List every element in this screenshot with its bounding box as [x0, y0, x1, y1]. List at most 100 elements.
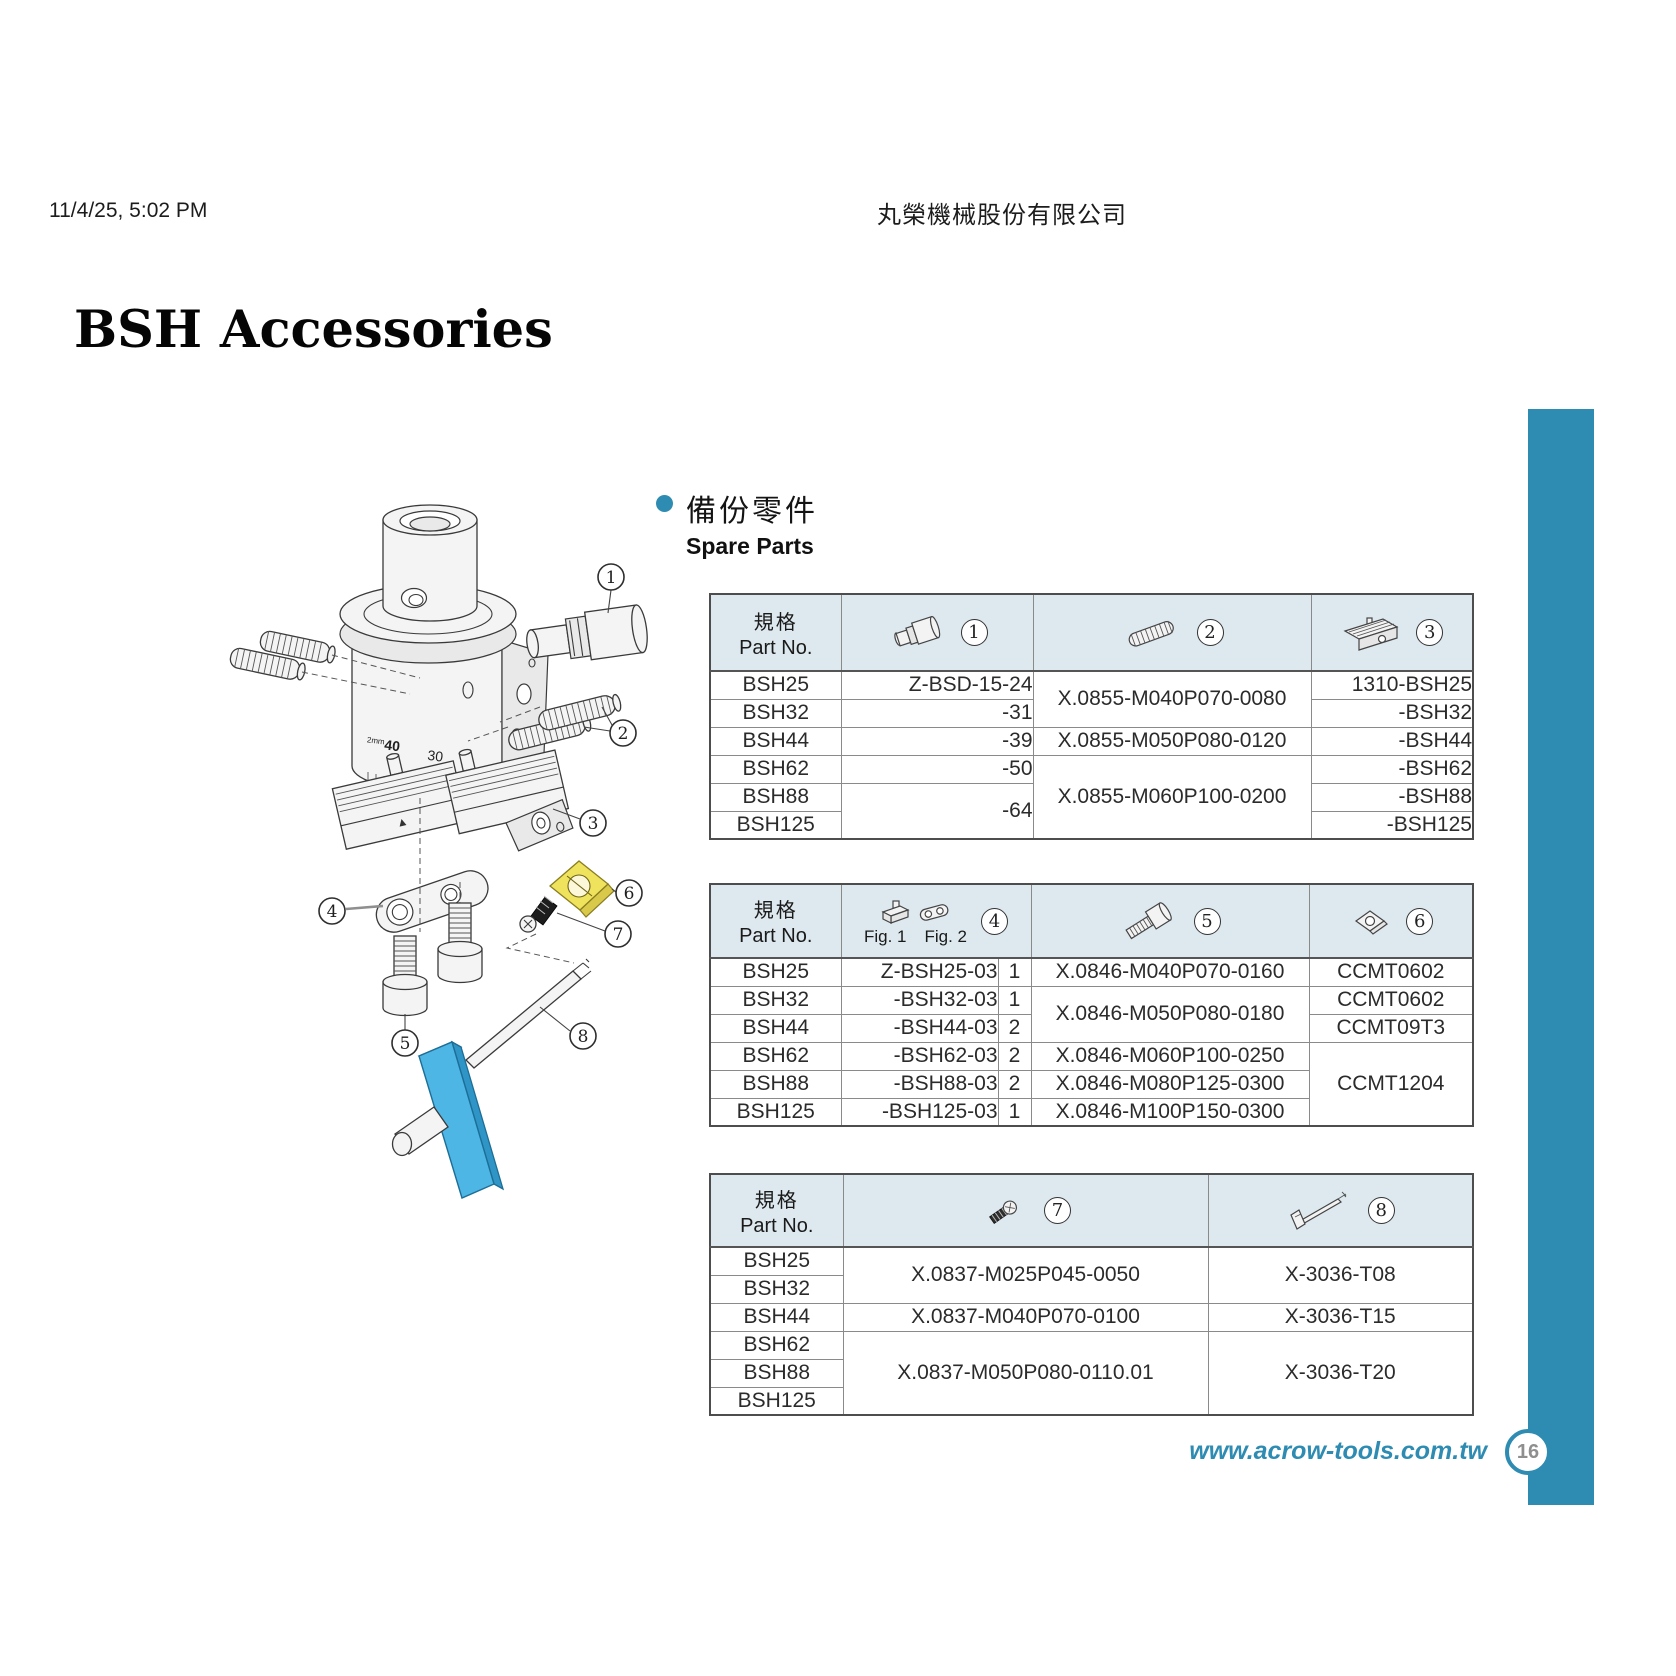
value-cell: -BSH88-03 [840, 1069, 999, 1099]
page-number-badge: 16 [1505, 1429, 1551, 1475]
value-cell: X.0837-M040P070-0100 [842, 1302, 1209, 1332]
part-no-header: 規格 Part No. [709, 1173, 844, 1248]
insert-icon [1355, 910, 1389, 935]
value-cell: X.0846-M050P080-0180 [1030, 985, 1310, 1043]
svg-text:2: 2 [618, 724, 629, 744]
qty-cell: 1 [997, 985, 1032, 1015]
callout-1-badge: 1 [960, 619, 988, 646]
part-no-cell: BSH25 [709, 957, 842, 987]
part3-header: 3 [1310, 593, 1474, 672]
table-row: BSH44 -39 X.0855-M050P080-0120 -BSH44 [709, 726, 1474, 756]
page-title: BSH Accessories [74, 300, 553, 360]
svg-text:4: 4 [327, 902, 338, 922]
table-header-row: 規格 Part No. 7 [709, 1173, 1474, 1248]
svg-text:30: 30 [427, 747, 445, 765]
part-no-cell: BSH32 [709, 698, 842, 728]
print-timestamp: 11/4/25, 5:02 PM [49, 199, 208, 222]
table-header-row: 規格 Part No. [709, 883, 1474, 959]
part8-header: 8 [1207, 1173, 1474, 1248]
part-no-header-en: Part No. [740, 1214, 814, 1237]
table-row: BSH44 X.0837-M040P070-0100 X-3036-T15 [709, 1302, 1474, 1332]
part-no-cell: BSH62 [709, 754, 842, 784]
part1-header: 1 [840, 593, 1034, 672]
table-row: BSH32 [709, 1274, 1473, 1304]
value-cell: X-3036-T20 [1207, 1330, 1474, 1416]
value-cell: -BSH125 [1310, 810, 1474, 840]
boring-head-body: 2mm 40 30 [339, 504, 549, 795]
table-row: BSH88 -BSH88-03 2 X.0846-M080P125-0300 [709, 1069, 1473, 1099]
spare-parts-table-2: 規格 Part No. [709, 883, 1474, 1127]
part-no-header-zh: 規格 [753, 611, 798, 634]
svg-text:6: 6 [624, 884, 635, 904]
spare-parts-table-3: 規格 Part No. 7 [709, 1173, 1474, 1416]
clamp-pin-part1 [526, 604, 648, 661]
callout-leader-lines [345, 589, 617, 1032]
part-no-header: 規格 Part No. [709, 593, 842, 672]
value-cell: X.0855-M060P100-0200 [1032, 754, 1312, 840]
part-no-cell: BSH25 [709, 1246, 844, 1276]
svg-text:2mm: 2mm [366, 735, 385, 746]
part5-header: 5 [1030, 883, 1310, 959]
qty-cell: 1 [997, 957, 1032, 987]
value-cell: -BSH44-03 [840, 1013, 999, 1043]
part-no-header-zh: 規格 [753, 900, 798, 922]
threaded-stud-icon [1128, 620, 1174, 647]
svg-text:40: 40 [384, 737, 402, 755]
value-cell: X-3036-T15 [1207, 1302, 1474, 1332]
link-plate-part4 [375, 870, 489, 933]
callout-6-badge: 6 [1406, 907, 1434, 935]
qty-cell: 2 [997, 1041, 1032, 1071]
table-row: BSH125 -BSH125 [709, 810, 1474, 840]
value-cell: CCMT0602 [1308, 985, 1474, 1015]
callout-3: 3 [579, 809, 607, 837]
value-cell: X-3036-T08 [1207, 1246, 1474, 1304]
value-cell: -BSH32 [1310, 698, 1474, 728]
plate-fig2-icon [919, 903, 948, 921]
value-cell: -BSH88 [1310, 782, 1474, 812]
callout-1: 1 [597, 563, 625, 591]
value-cell: X.0837-M050P080-0110.01 [842, 1330, 1209, 1416]
value-cell: X.0846-M100P150-0300 [1030, 1097, 1310, 1127]
spare-parts-table-1: 規格 Part No. 1 [709, 593, 1474, 840]
value-cell: -39 [840, 726, 1034, 756]
part-no-cell: BSH62 [709, 1330, 844, 1360]
fig2-label: Fig. 2 [924, 926, 968, 946]
value-cell: Z-BSD-15-24 [840, 670, 1034, 700]
callout-8-badge: 8 [1367, 1197, 1395, 1224]
value-cell: -31 [840, 698, 1034, 728]
clamp-pin-icon [893, 615, 940, 647]
website-url[interactable]: www.acrow-tools.com.tw [1189, 1437, 1487, 1465]
table-row: BSH25 Z-BSH25-03 1 X.0846-M040P070-0160 … [709, 957, 1474, 987]
svg-text:3: 3 [588, 814, 599, 834]
part-no-header-en: Part No. [739, 636, 813, 659]
svg-text:8: 8 [578, 1027, 589, 1047]
callout-2-badge: 2 [1196, 619, 1224, 646]
carbide-insert-part6 [548, 860, 615, 918]
set-screws-left [229, 630, 336, 681]
value-cell: 1310-BSH25 [1310, 670, 1474, 700]
part-no-cell: BSH125 [709, 1386, 844, 1416]
company-name: 丸榮機械股份有限公司 [877, 202, 1127, 229]
callout-8: 8 [569, 1022, 597, 1050]
callout-7: 7 [604, 920, 632, 948]
part-no-cell: BSH88 [709, 782, 842, 812]
callout-6: 6 [615, 879, 643, 907]
assembly-axis-lines [301, 654, 575, 964]
torx-wrench-icon [1289, 1191, 1347, 1230]
table-row: BSH62 X.0837-M050P080-0110.01 X-3036-T20 [709, 1330, 1474, 1416]
value-cell: X.0846-M060P100-0250 [1030, 1041, 1310, 1071]
svg-text:7: 7 [613, 925, 624, 945]
qty-cell: 2 [997, 1013, 1032, 1043]
table-row: BSH62 -BSH62-03 2 X.0846-M060P100-0250 C… [709, 1041, 1474, 1127]
svg-text:5: 5 [400, 1034, 411, 1054]
part4-header: Fig. 1 Fig. 2 4 [840, 883, 1032, 959]
section-bullet-icon [656, 495, 673, 512]
callout-5-badge: 5 [1193, 907, 1221, 935]
value-cell: X.0846-M040P070-0160 [1030, 957, 1310, 987]
value-cell: X.0855-M040P070-0080 [1032, 670, 1312, 728]
part-no-cell: BSH88 [709, 1069, 842, 1099]
value-cell: CCMT09T3 [1308, 1013, 1474, 1043]
exploded-diagram: 2mm 40 30 [229, 504, 648, 1199]
table-header-row: 規格 Part No. 1 [709, 593, 1474, 672]
value-cell: -BSH62-03 [840, 1041, 999, 1071]
